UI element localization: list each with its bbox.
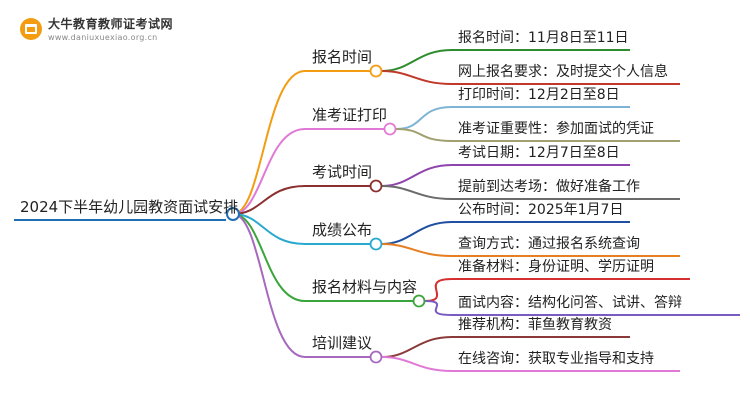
leaf-label: 查询方式：通过报名系统查询 — [458, 236, 640, 252]
branch-connector — [232, 213, 306, 358]
leaf-connector — [381, 356, 453, 372]
leaf-label: 准考证重要性：参加面试的凭证 — [458, 121, 654, 137]
branch-connector — [232, 185, 306, 215]
root-node-label: 2024下半年幼儿园教资面试安排 — [20, 198, 239, 216]
branch-node-circle — [369, 64, 383, 78]
branch-node-circle — [369, 237, 383, 251]
leaf-label: 在线咨询：获取专业指导和支持 — [458, 351, 654, 367]
leaf-label: 面试内容：结构化问答、试讲、答辩 — [458, 295, 682, 311]
leaf-connector — [381, 49, 453, 72]
branch-node-circle — [383, 122, 397, 136]
leaf-connector — [381, 336, 453, 358]
leaf-connector — [395, 106, 453, 130]
branch-connector — [232, 70, 306, 215]
leaf-connector — [381, 243, 453, 257]
leaf-label: 报名时间：11月8日至11日 — [458, 30, 629, 46]
leaf-connector — [424, 278, 453, 302]
branch-label: 培训建议 — [312, 334, 373, 352]
leaf-label: 打印时间：12月2日至8日 — [458, 87, 620, 103]
branch-connector — [232, 213, 306, 245]
branch-connector — [232, 128, 306, 215]
branch-node-circle — [369, 179, 383, 193]
logo-url: www.daniuxuexiao.org.cn — [48, 33, 158, 42]
book-icon — [20, 18, 42, 40]
logo-title: 大牛教育教师证考试网 — [48, 17, 174, 31]
leaf-label: 公布时间：2025年1月7日 — [458, 202, 624, 218]
leaf-label: 网上报名要求：及时提交个人信息 — [458, 64, 668, 80]
branch-label: 考试时间 — [312, 163, 373, 181]
leaf-connector — [381, 164, 453, 187]
leaf-connector — [381, 221, 453, 245]
branch-label: 报名材料与内容 — [312, 278, 418, 296]
leaf-connector — [381, 185, 453, 200]
leaf-connector — [381, 70, 453, 85]
branch-label: 报名时间 — [312, 48, 373, 66]
branch-node-circle — [412, 294, 426, 308]
leaf-label: 推荐机构：菲鱼教育教资 — [458, 317, 612, 333]
branch-connector — [232, 213, 306, 302]
branch-label: 成绩公布 — [312, 221, 373, 239]
leaf-label: 准备材料：身份证明、学历证明 — [458, 259, 654, 275]
leaf-connector — [395, 128, 453, 142]
root-node-circle — [226, 207, 240, 221]
leaf-label: 提前到达考场：做好准备工作 — [458, 179, 640, 195]
branch-node-circle — [369, 350, 383, 364]
leaf-label: 考试日期：12月7日至8日 — [458, 145, 620, 161]
leaf-connector — [424, 300, 453, 316]
branch-label: 准考证打印 — [312, 106, 388, 124]
